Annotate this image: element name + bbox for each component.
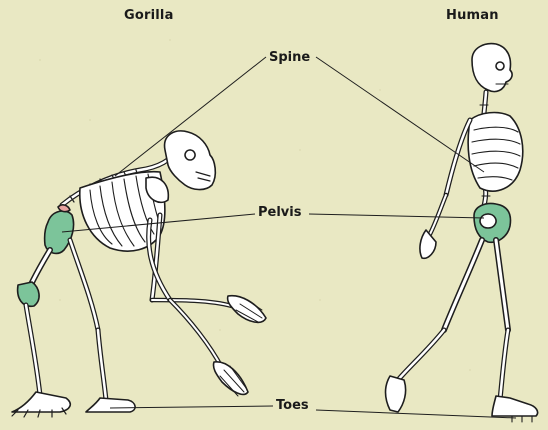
human-back-foot [386,376,406,412]
gorilla-hind-foot [12,392,70,412]
gorilla-skeleton [12,131,266,417]
human-front-foot [492,396,538,416]
toes-label: Toes [276,398,309,413]
human-title: Human [446,8,499,23]
human-skeleton [386,44,538,422]
human-hand [420,230,436,258]
pelvis-label: Pelvis [258,205,301,220]
human-ribcage [468,113,523,192]
gorilla-title: Gorilla [124,8,174,23]
spine-label: Spine [269,50,310,65]
gorilla-pelvis [45,211,74,253]
